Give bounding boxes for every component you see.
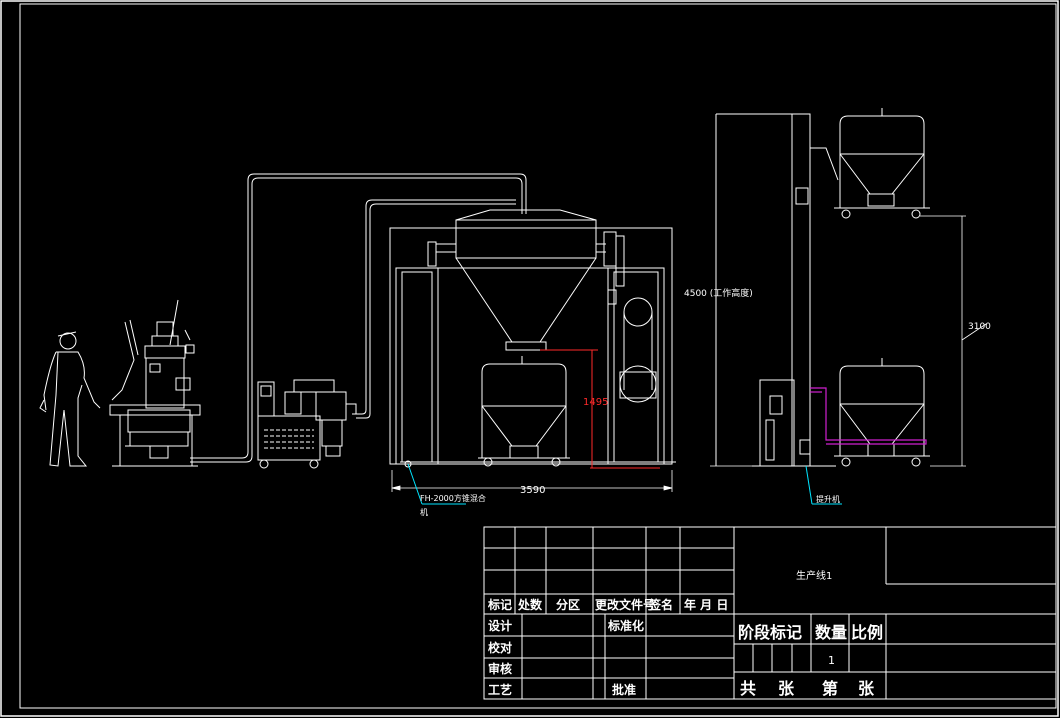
scale-label: 比例 — [851, 623, 883, 642]
row-process: 工艺 — [488, 682, 512, 697]
header-mark: 标记 — [487, 597, 512, 612]
cyan-leaders — [407, 463, 842, 505]
conveying-pipes — [190, 173, 527, 463]
row-standardization: 标准化 — [607, 618, 644, 633]
row-check: 校对 — [488, 640, 512, 655]
row-approve: 批准 — [612, 682, 636, 697]
quantity-value: 1 — [828, 654, 835, 667]
callout-lift: 提升机 — [816, 494, 840, 504]
dim-work-height: 4500 (工作高度) — [684, 287, 753, 299]
header-change-doc: 更改文件号 — [595, 597, 655, 612]
title-block — [483, 526, 1057, 700]
lift-arm-magenta — [810, 387, 927, 445]
column-lifter — [715, 108, 930, 467]
stage-mark: 阶段标记 — [738, 623, 802, 642]
row-design: 设计 — [488, 618, 512, 633]
dimension-lines — [391, 114, 987, 492]
row-review: 审核 — [488, 661, 512, 676]
header-zone: 分区 — [556, 597, 580, 612]
feeder-station — [109, 299, 201, 467]
red-dimension — [540, 349, 660, 469]
vacuum-pump-unit — [257, 379, 357, 469]
operator-figure — [39, 331, 101, 467]
inner-border — [19, 3, 1057, 709]
header-date: 年 月 日 — [684, 597, 728, 612]
cone-mixer — [389, 209, 676, 468]
sheets-total: 共 — [740, 679, 756, 698]
dim-discharge-height: 1495 — [583, 397, 608, 408]
callout-mixer-line2: 机 — [420, 507, 428, 517]
dim-total-length: 3590 — [520, 485, 545, 496]
sheet-number: 第 — [822, 679, 838, 698]
sheets-unit-2: 张 — [858, 679, 875, 698]
drawing-title: 生产线1 — [796, 569, 832, 582]
header-signature: 签名 — [648, 597, 673, 612]
header-count: 处数 — [517, 597, 543, 612]
callout-mixer-line1: FH-2000方锥混合 — [420, 493, 486, 503]
sheets-unit-1: 张 — [778, 679, 795, 698]
quantity-label: 数量 — [815, 623, 847, 642]
dim-lift-height: 3100 — [968, 322, 991, 332]
